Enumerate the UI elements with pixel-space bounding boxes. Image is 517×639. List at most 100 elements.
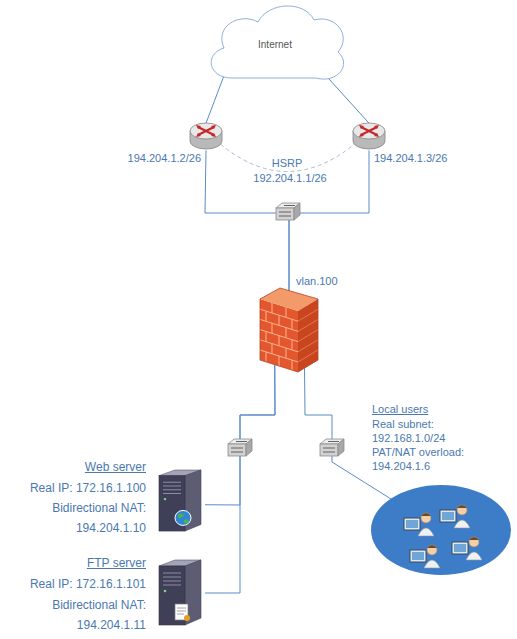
shape-part <box>231 442 247 453</box>
shape-part <box>196 125 201 129</box>
network-link <box>289 150 369 293</box>
node-heading: Internet <box>200 38 350 52</box>
shape-part <box>163 573 181 585</box>
shape-part <box>286 328 287 338</box>
network-link <box>205 150 289 293</box>
shape-part <box>404 518 420 530</box>
shape-part <box>406 520 418 528</box>
switch-icon <box>228 439 252 456</box>
shape-part <box>418 528 434 536</box>
router-node: 194.204.1.2/26 <box>189 120 223 152</box>
shape-part <box>298 340 318 352</box>
shape-part <box>175 510 191 525</box>
shape-part <box>164 498 167 500</box>
server-icon <box>155 470 205 532</box>
server-node: FTP serverReal IP: 172.16.1.101 Bidirect… <box>155 560 205 626</box>
shape-part <box>421 513 431 516</box>
user-group-icon <box>370 484 512 576</box>
shape-part <box>424 560 440 568</box>
router-icon <box>352 120 386 152</box>
shape-part <box>298 319 318 331</box>
shape-part <box>279 336 280 346</box>
shape-part <box>279 315 280 325</box>
shape-part <box>374 125 379 129</box>
shape-part <box>177 608 186 614</box>
shape-part <box>452 542 468 554</box>
switch-icon <box>320 439 344 456</box>
shape-part <box>292 360 293 370</box>
shape-part <box>198 127 214 135</box>
shape-part <box>260 299 298 372</box>
shape-part <box>286 307 287 317</box>
shape-part <box>359 133 364 137</box>
router-icon <box>189 120 223 152</box>
network-link <box>305 368 393 500</box>
node-text: Real subnet: 192.168.1.0/24 PAT/NAT over… <box>372 417 470 473</box>
node-heading: FTP server <box>87 553 146 573</box>
shape-part <box>440 510 456 522</box>
shape-part <box>260 288 318 372</box>
redundancy-link <box>220 144 354 172</box>
shape-part <box>266 331 267 341</box>
shape-part <box>454 544 466 552</box>
shape-part <box>412 552 424 560</box>
network-link <box>205 364 275 593</box>
shape-part <box>298 330 318 342</box>
network-link <box>206 76 224 124</box>
shape-part <box>279 206 295 217</box>
node-heading: vlan.100 <box>296 274 338 288</box>
shape-part <box>374 133 379 137</box>
shape-part <box>298 309 318 321</box>
shape-part <box>298 350 318 362</box>
shape-part <box>211 125 216 129</box>
shape-part <box>469 537 479 540</box>
shape-part <box>272 344 273 354</box>
router-node: 194.204.1.3/26 <box>352 120 386 152</box>
shape-part <box>266 352 267 362</box>
node-text: Real IP: 172.16.1.100 Bidirectional NAT:… <box>22 478 146 538</box>
shape-part <box>272 303 273 313</box>
internet-cloud: Internet <box>200 0 350 88</box>
shape-part <box>371 485 511 575</box>
shape-part <box>454 520 470 528</box>
shape-part <box>292 319 293 329</box>
firewall-icon <box>258 287 320 373</box>
shape-part <box>359 125 364 129</box>
shape-part <box>427 545 437 555</box>
network-link <box>326 76 369 124</box>
shape-part <box>196 133 201 137</box>
shape-part <box>185 560 201 625</box>
shape-part <box>361 127 377 135</box>
shape-part <box>421 513 431 523</box>
shape-part <box>276 208 294 220</box>
server-node: Web serverReal IP: 172.16.1.100 Bidirect… <box>155 470 205 532</box>
shape-part <box>353 123 385 139</box>
shape-part <box>442 512 454 520</box>
shape-part <box>184 615 190 621</box>
shape-part <box>457 505 467 515</box>
shape-part <box>279 356 280 366</box>
user-group: Local usersReal subnet: 192.168.1.0/24 P… <box>370 484 512 576</box>
server-icon <box>155 560 205 626</box>
address-label: 192.204.1.1/26 <box>245 171 335 185</box>
shape-part <box>266 311 267 321</box>
shape-part <box>323 442 339 453</box>
node-heading: Local users <box>372 402 428 416</box>
shape-part <box>190 123 222 139</box>
shape-part <box>427 545 437 548</box>
shape-part <box>466 552 482 560</box>
shape-part <box>292 340 293 350</box>
firewall-node: vlan.100 <box>258 287 320 373</box>
shape-part <box>228 444 246 456</box>
shape-part <box>286 348 287 358</box>
shape-part <box>164 590 167 593</box>
node-text: Real IP: 172.16.1.101 Bidirectional NAT:… <box>22 574 146 636</box>
shape-part <box>457 505 467 508</box>
link-label: HSRP <box>262 156 312 170</box>
shape-part <box>410 550 426 562</box>
shape-part <box>298 299 318 372</box>
shape-part <box>178 513 189 523</box>
switch-icon <box>276 203 300 220</box>
